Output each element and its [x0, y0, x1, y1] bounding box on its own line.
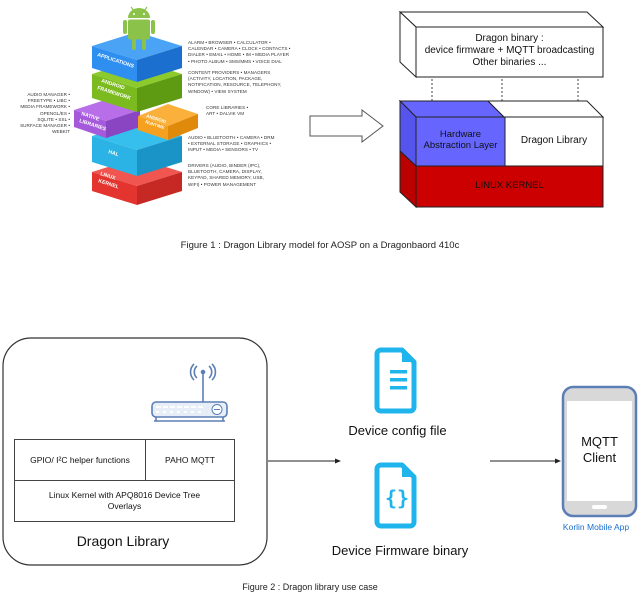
svg-text:{}: {} [385, 486, 409, 510]
dragon-binary-text: Dragon binary : device firmware + MQTT b… [416, 33, 603, 69]
transform-arrow [309, 108, 384, 144]
router-icon [151, 363, 228, 422]
phone-icon [561, 385, 638, 518]
mqtt-client-label: MQTT Client [567, 434, 632, 466]
dragon-library-container [2, 337, 268, 566]
layer-label-runtime-2: RUNTIME [145, 119, 166, 130]
dragon-library-block [504, 116, 604, 167]
kernel-overlays-line-2: Overlays [107, 501, 142, 511]
device-firmware-label: Device Firmware binary [331, 543, 469, 558]
dragon-binary-line-2: device firmware + MQTT broadcasting [424, 45, 595, 56]
dragon-binary-line-1: Dragon binary : [475, 33, 544, 44]
hal-label-line-1: Hardware [439, 129, 482, 140]
code-file-icon: {} [374, 462, 417, 529]
kernel-overlays-cell: Linux Kernel with APQ8016 Device Tree Ov… [14, 480, 235, 522]
layer-label-runtime-1: ANDROID [146, 113, 167, 124]
hal-label-line-2: Abstraction Layer [423, 140, 498, 151]
android-stack: APPLICATIONS ANDROID FRAMEWORK NATIVE LI… [74, 6, 198, 205]
kernel-overlays-line-1: Linux Kernel with APQ8016 Device Tree [48, 490, 201, 500]
dragon-library-label: Dragon Library [520, 135, 588, 146]
dragon-binary-line-3: Other binaries ... [472, 57, 547, 68]
router-port-dots [156, 404, 223, 415]
hal-description: AUDIO • BLUETOOTH • CAMERA • DRM • EXTER… [188, 135, 275, 153]
arrowhead-client [555, 458, 561, 464]
layer-label-kernel-1: LINUX [99, 171, 116, 182]
linux-kernel-block [415, 165, 604, 208]
native-libraries-description: AUDIO MANAGER • FREETYPE • LIBC • MEDIA … [20, 92, 70, 135]
android-robot-icon [123, 6, 155, 50]
mqtt-client-line-1: MQTT [581, 434, 618, 449]
dragon-binary-box [398, 10, 605, 79]
figure-2-caption: Figure 2 : Dragon library use case [242, 582, 378, 592]
layer-android-runtime [138, 104, 198, 140]
layer-label-native-1: NATIVE [80, 111, 100, 123]
framework-description: CONTENT PROVIDERS • MANAGERS (ACTIVITY, … [188, 70, 282, 94]
gpio-helper-cell: GPIO/ I²C helper functions [14, 439, 146, 481]
device-config-label: Device config file [348, 423, 447, 438]
layer-label-hal: HAL [107, 149, 120, 158]
runtime-description: CORE LIBRARIES • ART • DALVIK VM [206, 105, 249, 117]
mobile-app-caption: Korlin Mobile App [562, 522, 630, 532]
figure-1-caption: Figure 1 : Dragon Library model for AOSP… [180, 240, 460, 251]
linux-kernel-label: LINUX KERNEL [475, 180, 544, 191]
kernel-description: DRIVERS (AUDIO, BINDER (IPC), BLUETOOTH,… [188, 163, 264, 187]
arrowhead-artifacts [335, 458, 341, 464]
mqtt-client-line-2: Client [582, 450, 617, 465]
layer-applications [92, 32, 182, 82]
paho-mqtt-cell: PAHO MQTT [145, 439, 235, 481]
applications-description: ALARM • BROWSER • CALCULATOR • CALENDAR … [188, 40, 291, 64]
document-icon [374, 347, 417, 414]
dragon-library-title: Dragon Library [76, 533, 170, 549]
hal-label: Hardware Abstraction Layer [416, 129, 505, 151]
dragon-stack-block [398, 99, 605, 209]
